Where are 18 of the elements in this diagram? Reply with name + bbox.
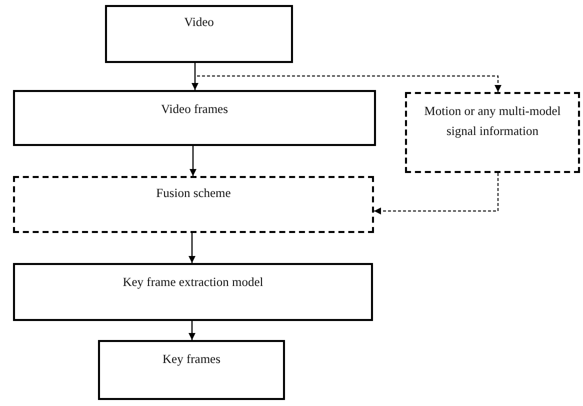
box-label: Video <box>183 15 215 30</box>
box-label: Fusion scheme <box>155 186 232 201</box>
arrow <box>374 172 498 214</box>
dashed-process-box <box>405 92 580 173</box>
process-box <box>13 263 373 321</box>
arrow <box>192 63 198 90</box>
process-box <box>13 90 376 146</box>
box-label: Key frames <box>162 352 222 367</box>
process-box <box>98 340 285 400</box>
process-box <box>105 5 293 63</box>
box-label: Key frame extraction model <box>122 275 264 290</box>
arrow <box>194 62 502 92</box>
box-label: Motion or any multi-model signal information <box>423 103 562 140</box>
dashed-process-box <box>13 176 374 233</box>
arrow <box>190 146 196 176</box>
arrow <box>188 321 196 340</box>
box-label: Video frames <box>160 102 229 117</box>
arrow <box>188 233 196 263</box>
